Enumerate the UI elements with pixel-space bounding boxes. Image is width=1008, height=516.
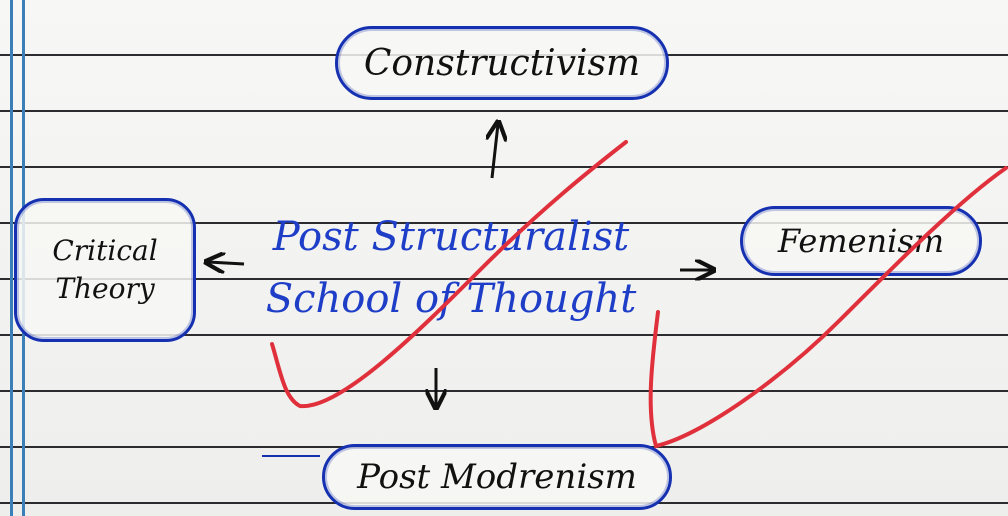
node-label: Constructivism (363, 42, 641, 84)
node-label: Post Modrenism (357, 457, 637, 497)
center-line-1: Post Structuralist (272, 214, 630, 260)
center-line-2: School of Thought (265, 276, 637, 322)
node-label-line2: Theory (55, 272, 155, 305)
margin-line (10, 0, 13, 516)
node-constructivism: Constructivism (335, 26, 669, 100)
node-label-line1: Critical (52, 234, 158, 268)
node-label: Femenism (777, 222, 945, 260)
center-topic: Post Structuralist School of Thought (236, 206, 666, 330)
node-critical-theory: Critical Theory (14, 198, 196, 342)
node-femenism: Femenism (740, 206, 982, 276)
node-post-modrenism: Post Modrenism (322, 444, 672, 510)
